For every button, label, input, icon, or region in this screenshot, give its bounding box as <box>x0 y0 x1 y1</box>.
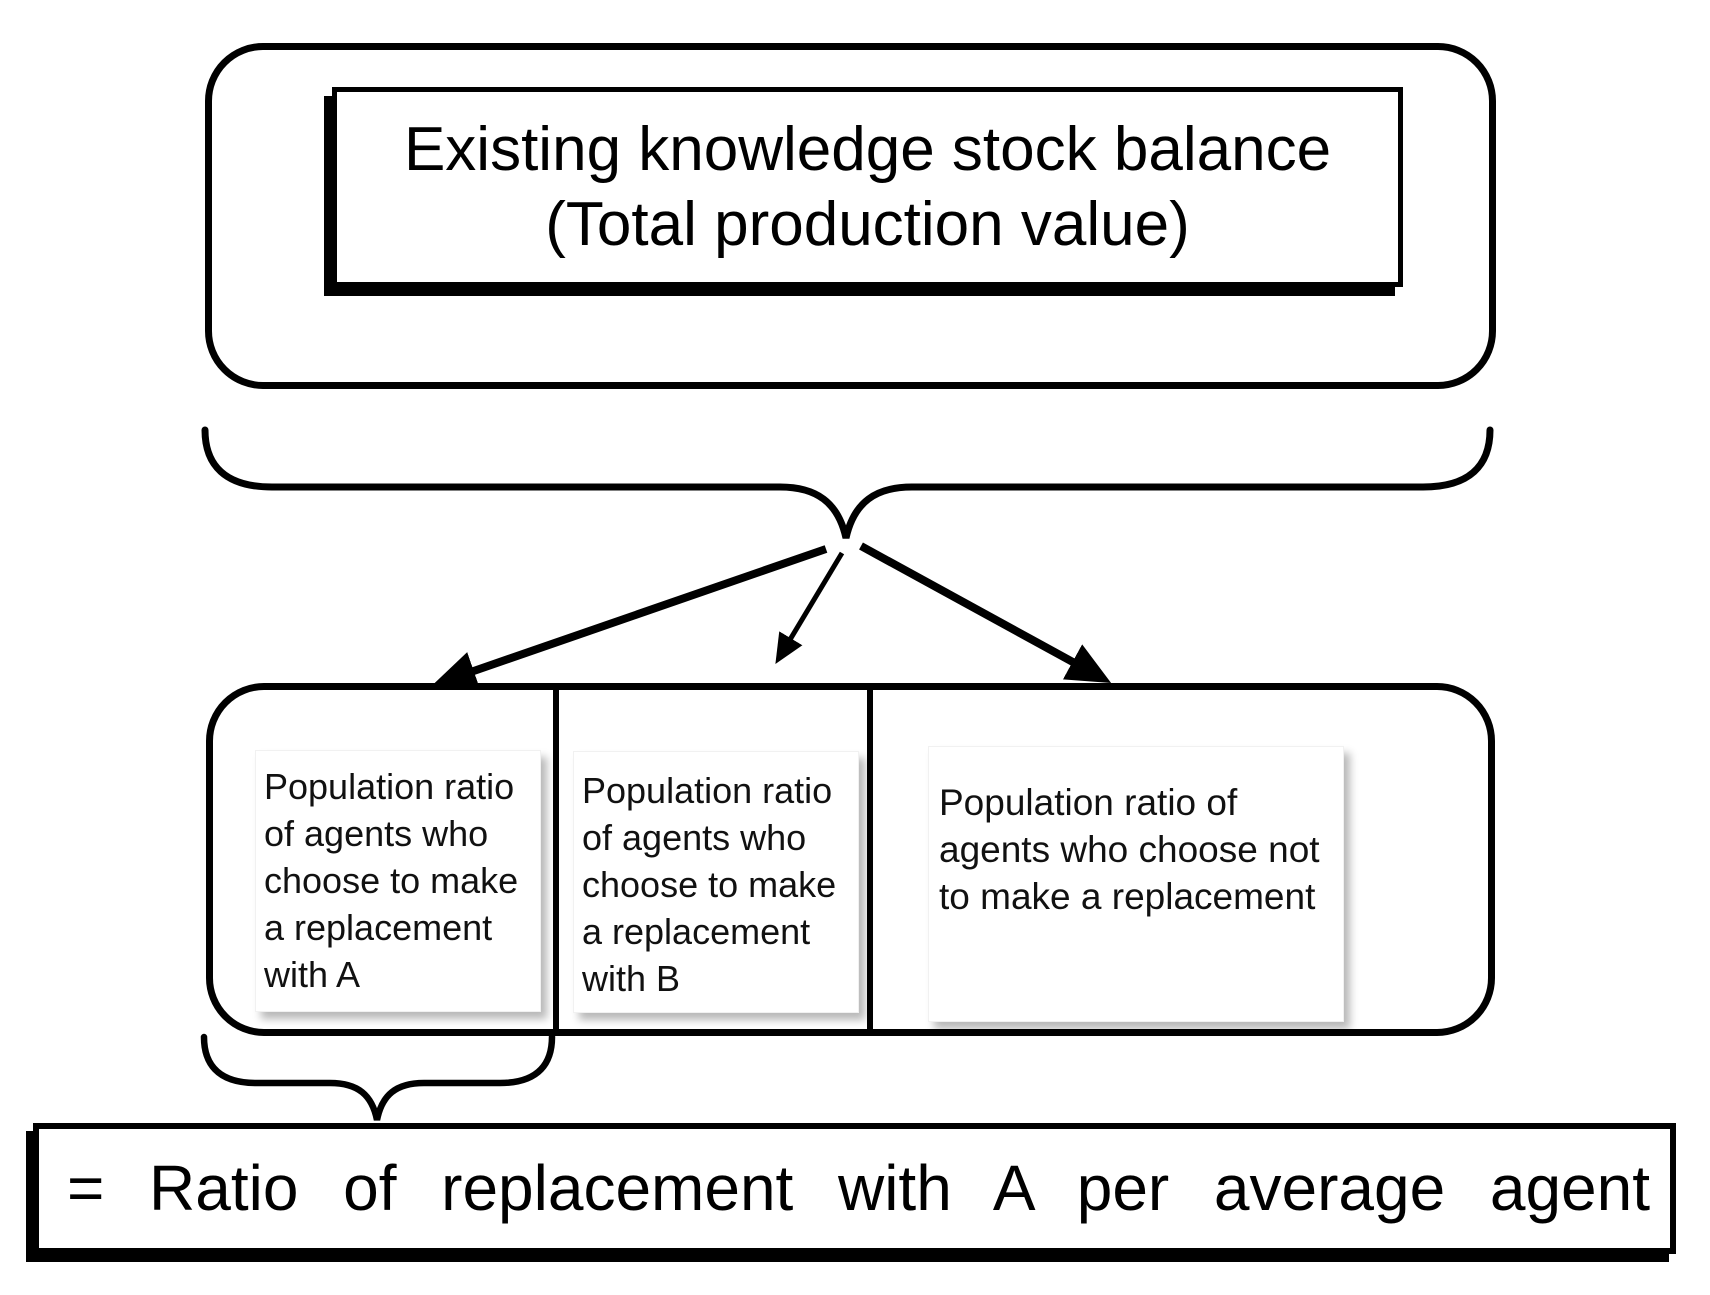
section-a-text: Population ratio of agents who choose to… <box>264 766 519 995</box>
section-divider-b-c <box>867 686 873 1032</box>
upper-brace <box>201 426 1494 539</box>
arrow-to-section-c <box>859 542 1112 683</box>
section-b-textbox: Population ratio of agents who choose to… <box>573 751 859 1013</box>
arrow-to-section-a <box>432 545 828 690</box>
section-c-textbox: Population ratio of agents who choose no… <box>928 746 1344 1022</box>
section-divider-a-b <box>553 686 559 1032</box>
title-line-1: Existing knowledge stock balance <box>403 115 1332 184</box>
section-c-text: Population ratio of agents who choose no… <box>939 782 1320 917</box>
result-box: = Ratio of replacement with A per averag… <box>33 1123 1676 1254</box>
section-a-brace <box>200 1033 556 1121</box>
title-line-2: (Total production value) <box>545 190 1190 259</box>
knowledge-stock-title-box: Existing knowledge stock balance (Total … <box>332 87 1403 287</box>
section-b-text: Population ratio of agents who choose to… <box>582 770 837 999</box>
section-a-textbox: Population ratio of agents who choose to… <box>255 750 541 1012</box>
arrow-to-section-b <box>775 551 845 665</box>
